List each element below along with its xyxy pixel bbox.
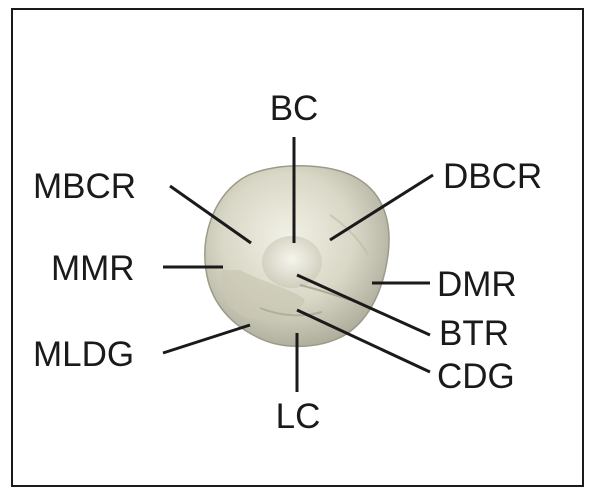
mldg-leader-line: [162, 323, 251, 355]
tooth-crown-illustration: [204, 165, 390, 348]
dbcr-leader-line: [329, 173, 434, 242]
mldg-label: MLDG: [33, 335, 134, 374]
btr-label: BTR: [439, 314, 509, 353]
mmr-label: MMR: [51, 249, 135, 288]
btr-leader-line: [296, 273, 431, 337]
dmr-label: DMR: [437, 265, 517, 304]
dbcr-label: DBCR: [443, 157, 542, 196]
lc-label: LC: [276, 397, 321, 436]
mbcr-label: MBCR: [33, 167, 136, 206]
cdg-label: CDG: [437, 357, 515, 396]
cdg-leader-line: [296, 308, 431, 374]
bc-label: BC: [270, 89, 319, 128]
mbcr-leader-line: [169, 184, 252, 245]
